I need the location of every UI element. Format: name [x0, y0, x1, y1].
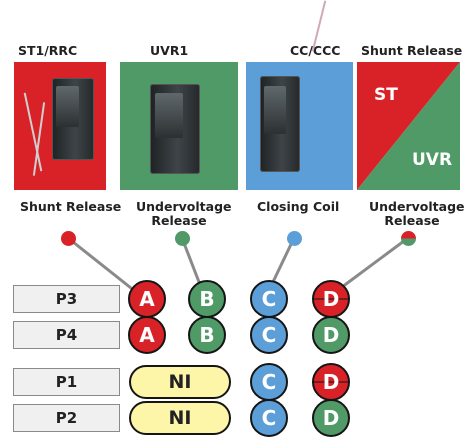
undervoltage-combo-endpoint [401, 231, 416, 246]
undervoltage-device-image [150, 84, 200, 174]
uvr1-photo [120, 62, 238, 190]
label-uvr1: UVR1 [150, 43, 189, 58]
slot-d-p2: D [312, 399, 350, 437]
row-label-p3: P3 [13, 285, 120, 313]
st-label: ST [374, 85, 398, 105]
slot-d-p3: D [312, 280, 350, 318]
shunt-trip-device-image [52, 78, 94, 160]
undervoltage-endpoint [175, 231, 190, 246]
st-uvr-combo-tile [357, 62, 460, 190]
slot-d-p4: D [312, 316, 350, 354]
label-shunt-release: Shunt Release [20, 199, 122, 214]
row-label-p4: P4 [13, 321, 120, 349]
row-label-p2: P2 [13, 404, 120, 432]
row-label-p1: P1 [13, 368, 120, 396]
label-undervoltage-release-1: Undervoltage Release [136, 199, 232, 228]
slot-b-p4: B [188, 316, 226, 354]
label-shunt-release-top: Shunt Release [361, 43, 463, 58]
slot-c-p4: C [250, 316, 288, 354]
ni-pill-p2: NI [129, 401, 231, 435]
label-st1-rrc: ST1/RRC [18, 43, 78, 58]
slot-b-p3: B [188, 280, 226, 318]
slot-a-p4: A [128, 316, 166, 354]
closing-coil-endpoint [287, 231, 302, 246]
st1-rrc-photo [14, 62, 106, 190]
slot-c-p1: C [250, 363, 288, 401]
shunt-release-endpoint [61, 231, 76, 246]
slot-d-p1: D [312, 363, 350, 401]
slot-c-p3: C [250, 280, 288, 318]
label-cc-ccc: CC/CCC [290, 43, 341, 58]
slot-c-p2: C [250, 399, 288, 437]
closing-coil-device-image [260, 76, 300, 172]
slot-a-p3: A [128, 280, 166, 318]
label-closing-coil: Closing Coil [257, 199, 340, 214]
ni-pill-p1: NI [129, 365, 231, 399]
cc-ccc-photo [246, 62, 353, 190]
label-undervoltage-release-2: Undervoltage Release [369, 199, 465, 228]
uvr-label: UVR [412, 150, 453, 170]
